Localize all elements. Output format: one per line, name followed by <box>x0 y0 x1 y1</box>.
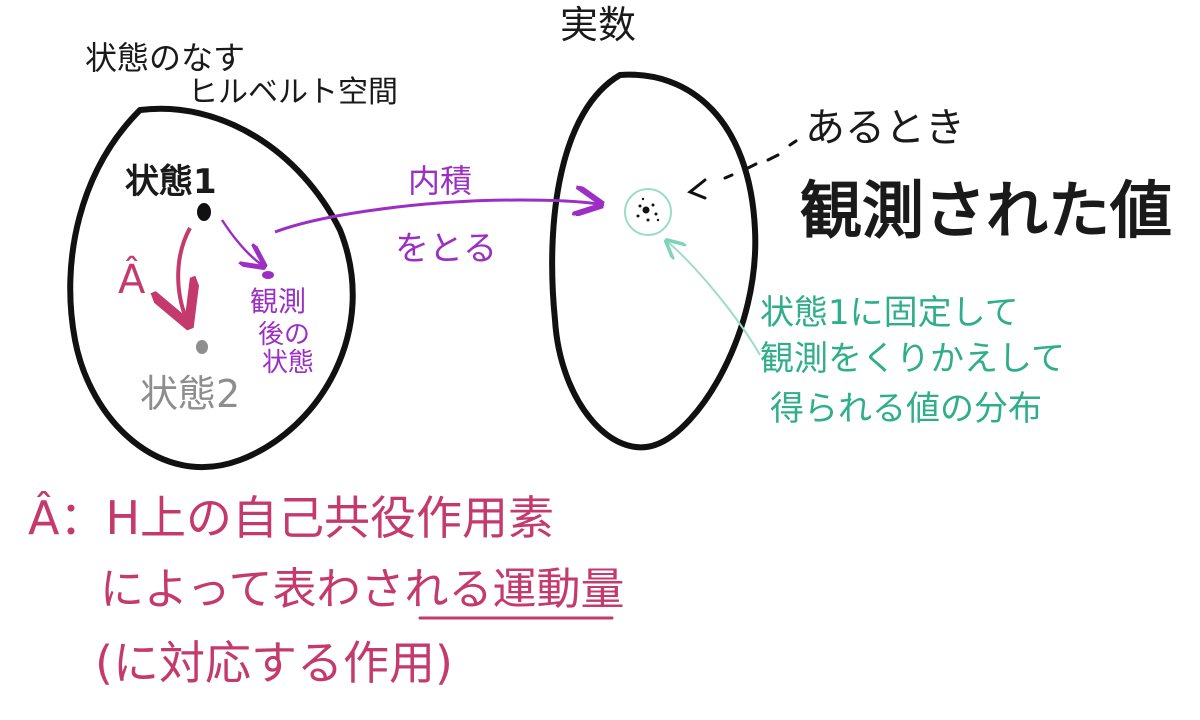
distribution-dots <box>636 197 660 222</box>
distribution-pointer <box>668 242 761 356</box>
measurement-arrow <box>220 219 262 265</box>
state1-point <box>197 203 211 221</box>
post-measure-point <box>262 271 274 279</box>
operator-symbol: Â <box>118 257 146 303</box>
post-measure-label-line2: 後の <box>258 320 311 350</box>
post-measure-label-line1: 観測 <box>250 285 307 318</box>
real-numbers-shape <box>549 71 759 451</box>
operator-note-line2: によって表わされる運動量 <box>100 564 625 615</box>
inner-product-label-line1: 内積 <box>408 162 473 200</box>
state2-point <box>196 340 208 354</box>
post-measure-label-line3: 状態 <box>262 348 315 378</box>
hilbert-space-title-line2: ヒルベルト空間 <box>188 75 398 110</box>
state2-label: 状態2 <box>140 372 241 416</box>
operator-arrow <box>178 227 190 318</box>
inner-product-label-line2: をとる <box>395 229 497 269</box>
observed-value-dashes <box>723 139 798 180</box>
operator-note-line3: (に対応する作用) <box>95 636 453 690</box>
inner-product-arrow <box>274 200 598 234</box>
distribution-note-line2: 観測をくりかえして <box>760 339 1065 379</box>
distribution-note-line3: 得られる値の分布 <box>770 389 1042 429</box>
distribution-circle <box>624 188 672 236</box>
observed-value-pointer <box>687 178 707 200</box>
real-numbers-title: 実数 <box>560 3 637 47</box>
hilbert-space-shape <box>67 105 356 471</box>
distribution-note-line1: 状態1に固定して <box>760 293 1019 333</box>
state1-label: 状態1 <box>125 162 217 202</box>
operator-note-line1: Â：H上の自己共役作用素 <box>28 491 555 545</box>
observed-value-prefix: あるとき <box>805 105 965 151</box>
observed-value-label: 観測された値 <box>800 174 1173 247</box>
hilbert-space-title-line1: 状態のなす <box>85 39 246 77</box>
